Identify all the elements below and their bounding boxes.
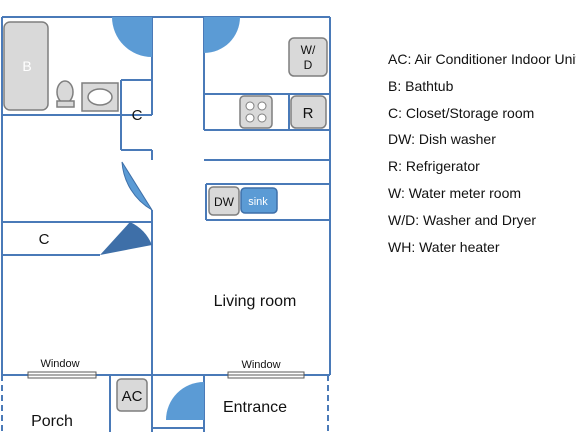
closet-top-label: C <box>132 107 143 124</box>
dish-washer-label: DW <box>214 195 235 209</box>
legend: AC: Air Conditioner Indoor Unit B: Batht… <box>388 46 576 260</box>
door-closet-left-icon <box>100 222 152 255</box>
living-room-label: Living room <box>214 293 297 310</box>
sink-icon <box>240 187 278 214</box>
bathtub-label: B <box>22 58 31 74</box>
washer-dryer-label-2: D <box>304 58 313 72</box>
washer-dryer-label-1: W/ <box>301 43 316 57</box>
legend-item: DW: Dish washer <box>388 131 496 148</box>
closet-left-label: C <box>39 231 50 248</box>
legend-item: W/D: Washer and Dryer <box>388 211 537 228</box>
window-right-label: Window <box>241 359 280 371</box>
legend-item: AC: Air Conditioner Indoor Unit <box>388 51 576 67</box>
refrigerator-label: R <box>303 105 314 122</box>
burner-icon <box>245 101 255 111</box>
toilet-base-icon <box>56 100 75 108</box>
bath-sink-basin-icon <box>87 88 113 106</box>
air-conditioner-label: AC <box>122 388 143 405</box>
legend-item: WH: Water heater <box>388 238 500 255</box>
legend-item: W: Water meter room <box>388 184 522 201</box>
sink-label: sink <box>248 196 268 208</box>
washer-dryer-icon <box>288 37 328 77</box>
porch-label: Porch <box>31 413 73 430</box>
door-bedroom-icon <box>121 161 153 211</box>
burner-icon <box>257 101 267 111</box>
bathtub-icon <box>3 21 49 111</box>
air-conditioner-icon <box>116 378 148 412</box>
door-kitchen-icon <box>204 17 240 53</box>
toilet-tank-icon <box>56 80 74 104</box>
legend-item: R: Refrigerator <box>388 158 480 175</box>
burner-icon <box>245 113 255 123</box>
legend-item: B: Bathtub <box>388 77 454 94</box>
legend-item: C: Closet/Storage room <box>388 104 535 121</box>
refrigerator-icon <box>290 95 327 129</box>
door-entrance-icon <box>166 382 204 420</box>
entrance-label: Entrance <box>223 399 287 416</box>
door-bathroom-icon <box>112 17 152 57</box>
dish-washer-icon <box>208 186 240 216</box>
stove-icon <box>239 95 273 129</box>
burner-icon <box>257 113 267 123</box>
window-left-label: Window <box>40 358 79 370</box>
